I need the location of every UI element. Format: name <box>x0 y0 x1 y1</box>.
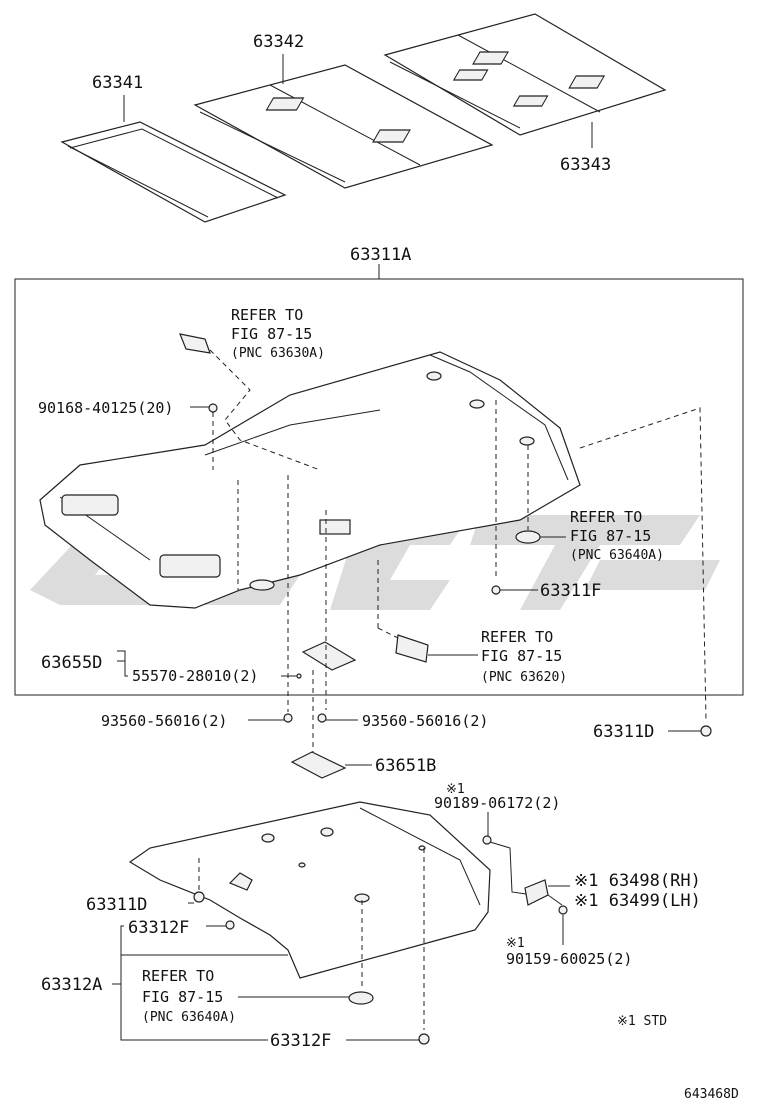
refer-note-63640A-lower: REFER TO FIG 87-15 (PNC 63640A) <box>142 967 236 1025</box>
label-63312A: 63312A <box>41 975 102 995</box>
assist-grip-clip <box>179 333 429 663</box>
svg-text:(PNC 63640A): (PNC 63640A) <box>142 1010 236 1025</box>
label-63311A: 63311A <box>350 245 411 265</box>
label-63311D-lower: 63311D <box>86 895 147 915</box>
bolt-90189 <box>482 835 492 845</box>
svg-text:REFER TO: REFER TO <box>481 628 553 646</box>
label-63311D-upper: 63311D <box>593 722 654 742</box>
label-93560-left: 93560-56016(2) <box>101 712 227 730</box>
label-63341: 63341 <box>92 73 143 93</box>
refer-note-63630A: REFER TO FIG 87-15 (PNC 63630A) <box>231 306 325 361</box>
assembly-frame-63311A <box>14 278 744 696</box>
headliner-upper <box>39 351 581 609</box>
label-63312F-upper: 63312F <box>128 918 189 938</box>
bolt-63311D-upper <box>700 725 712 737</box>
label-90159: 90159-60025(2) <box>506 950 632 968</box>
clip-63640A-upper <box>515 530 541 544</box>
bolt-93560-left <box>283 713 293 723</box>
label-63343: 63343 <box>560 155 611 175</box>
label-63651B: 63651B <box>375 756 436 776</box>
bolt-90159 <box>558 905 568 915</box>
bracket-63498-63499 <box>524 879 549 906</box>
label-90189: 90189-06172(2) <box>434 794 560 812</box>
svg-text:(PNC 63620): (PNC 63620) <box>481 670 567 685</box>
part-63342-pad <box>193 64 494 189</box>
label-63498: ※1 63498(RH) <box>574 871 701 891</box>
part-63341-pad <box>60 121 287 223</box>
bolt-63312F-lower <box>418 1033 430 1045</box>
bolt-90168 <box>208 403 218 413</box>
headliner-lower-63312A <box>128 801 491 1005</box>
svg-text:REFER TO: REFER TO <box>570 508 642 526</box>
clip-55570 <box>296 673 302 679</box>
svg-text:REFER TO: REFER TO <box>142 967 214 985</box>
bolt-93560-right <box>317 713 327 723</box>
footnote-std: ※1 STD <box>617 1014 667 1029</box>
bolt-63312F-upper <box>225 920 235 930</box>
label-63312F-lower: 63312F <box>270 1031 331 1051</box>
label-55570: 55570-28010(2) <box>132 667 258 685</box>
svg-text:REFER TO: REFER TO <box>231 306 303 324</box>
svg-text:FIG 87-15: FIG 87-15 <box>481 647 562 665</box>
label-90189-mark: ※1 <box>446 782 465 797</box>
label-63342: 63342 <box>253 32 304 52</box>
label-63499: ※1 63499(LH) <box>574 891 701 911</box>
svg-text:FIG 87-15: FIG 87-15 <box>231 325 312 343</box>
diagram-id: 643468D <box>684 1087 739 1102</box>
label-63655D: 63655D <box>41 653 102 673</box>
label-90168: 90168-40125(20) <box>38 399 173 417</box>
svg-text:FIG 87-15: FIG 87-15 <box>142 988 223 1006</box>
svg-text:(PNC 63640A): (PNC 63640A) <box>570 548 664 563</box>
bolt-63311D-lower <box>193 891 205 903</box>
bolt-63311F <box>491 585 501 595</box>
sunvisor-holder-63655D <box>301 641 357 671</box>
label-93560-right: 93560-56016(2) <box>362 712 488 730</box>
svg-text:FIG 87-15: FIG 87-15 <box>570 527 651 545</box>
refer-note-63620: REFER TO FIG 87-15 (PNC 63620) <box>481 628 567 685</box>
label-90159-mark: ※1 <box>506 936 525 951</box>
sunvisor-holder-63651B <box>290 751 347 779</box>
label-63311F: 63311F <box>540 581 601 601</box>
part-63343-pad <box>383 13 667 136</box>
refer-note-63640A-upper: REFER TO FIG 87-15 (PNC 63640A) <box>570 508 664 563</box>
svg-text:(PNC 63630A): (PNC 63630A) <box>231 346 325 361</box>
